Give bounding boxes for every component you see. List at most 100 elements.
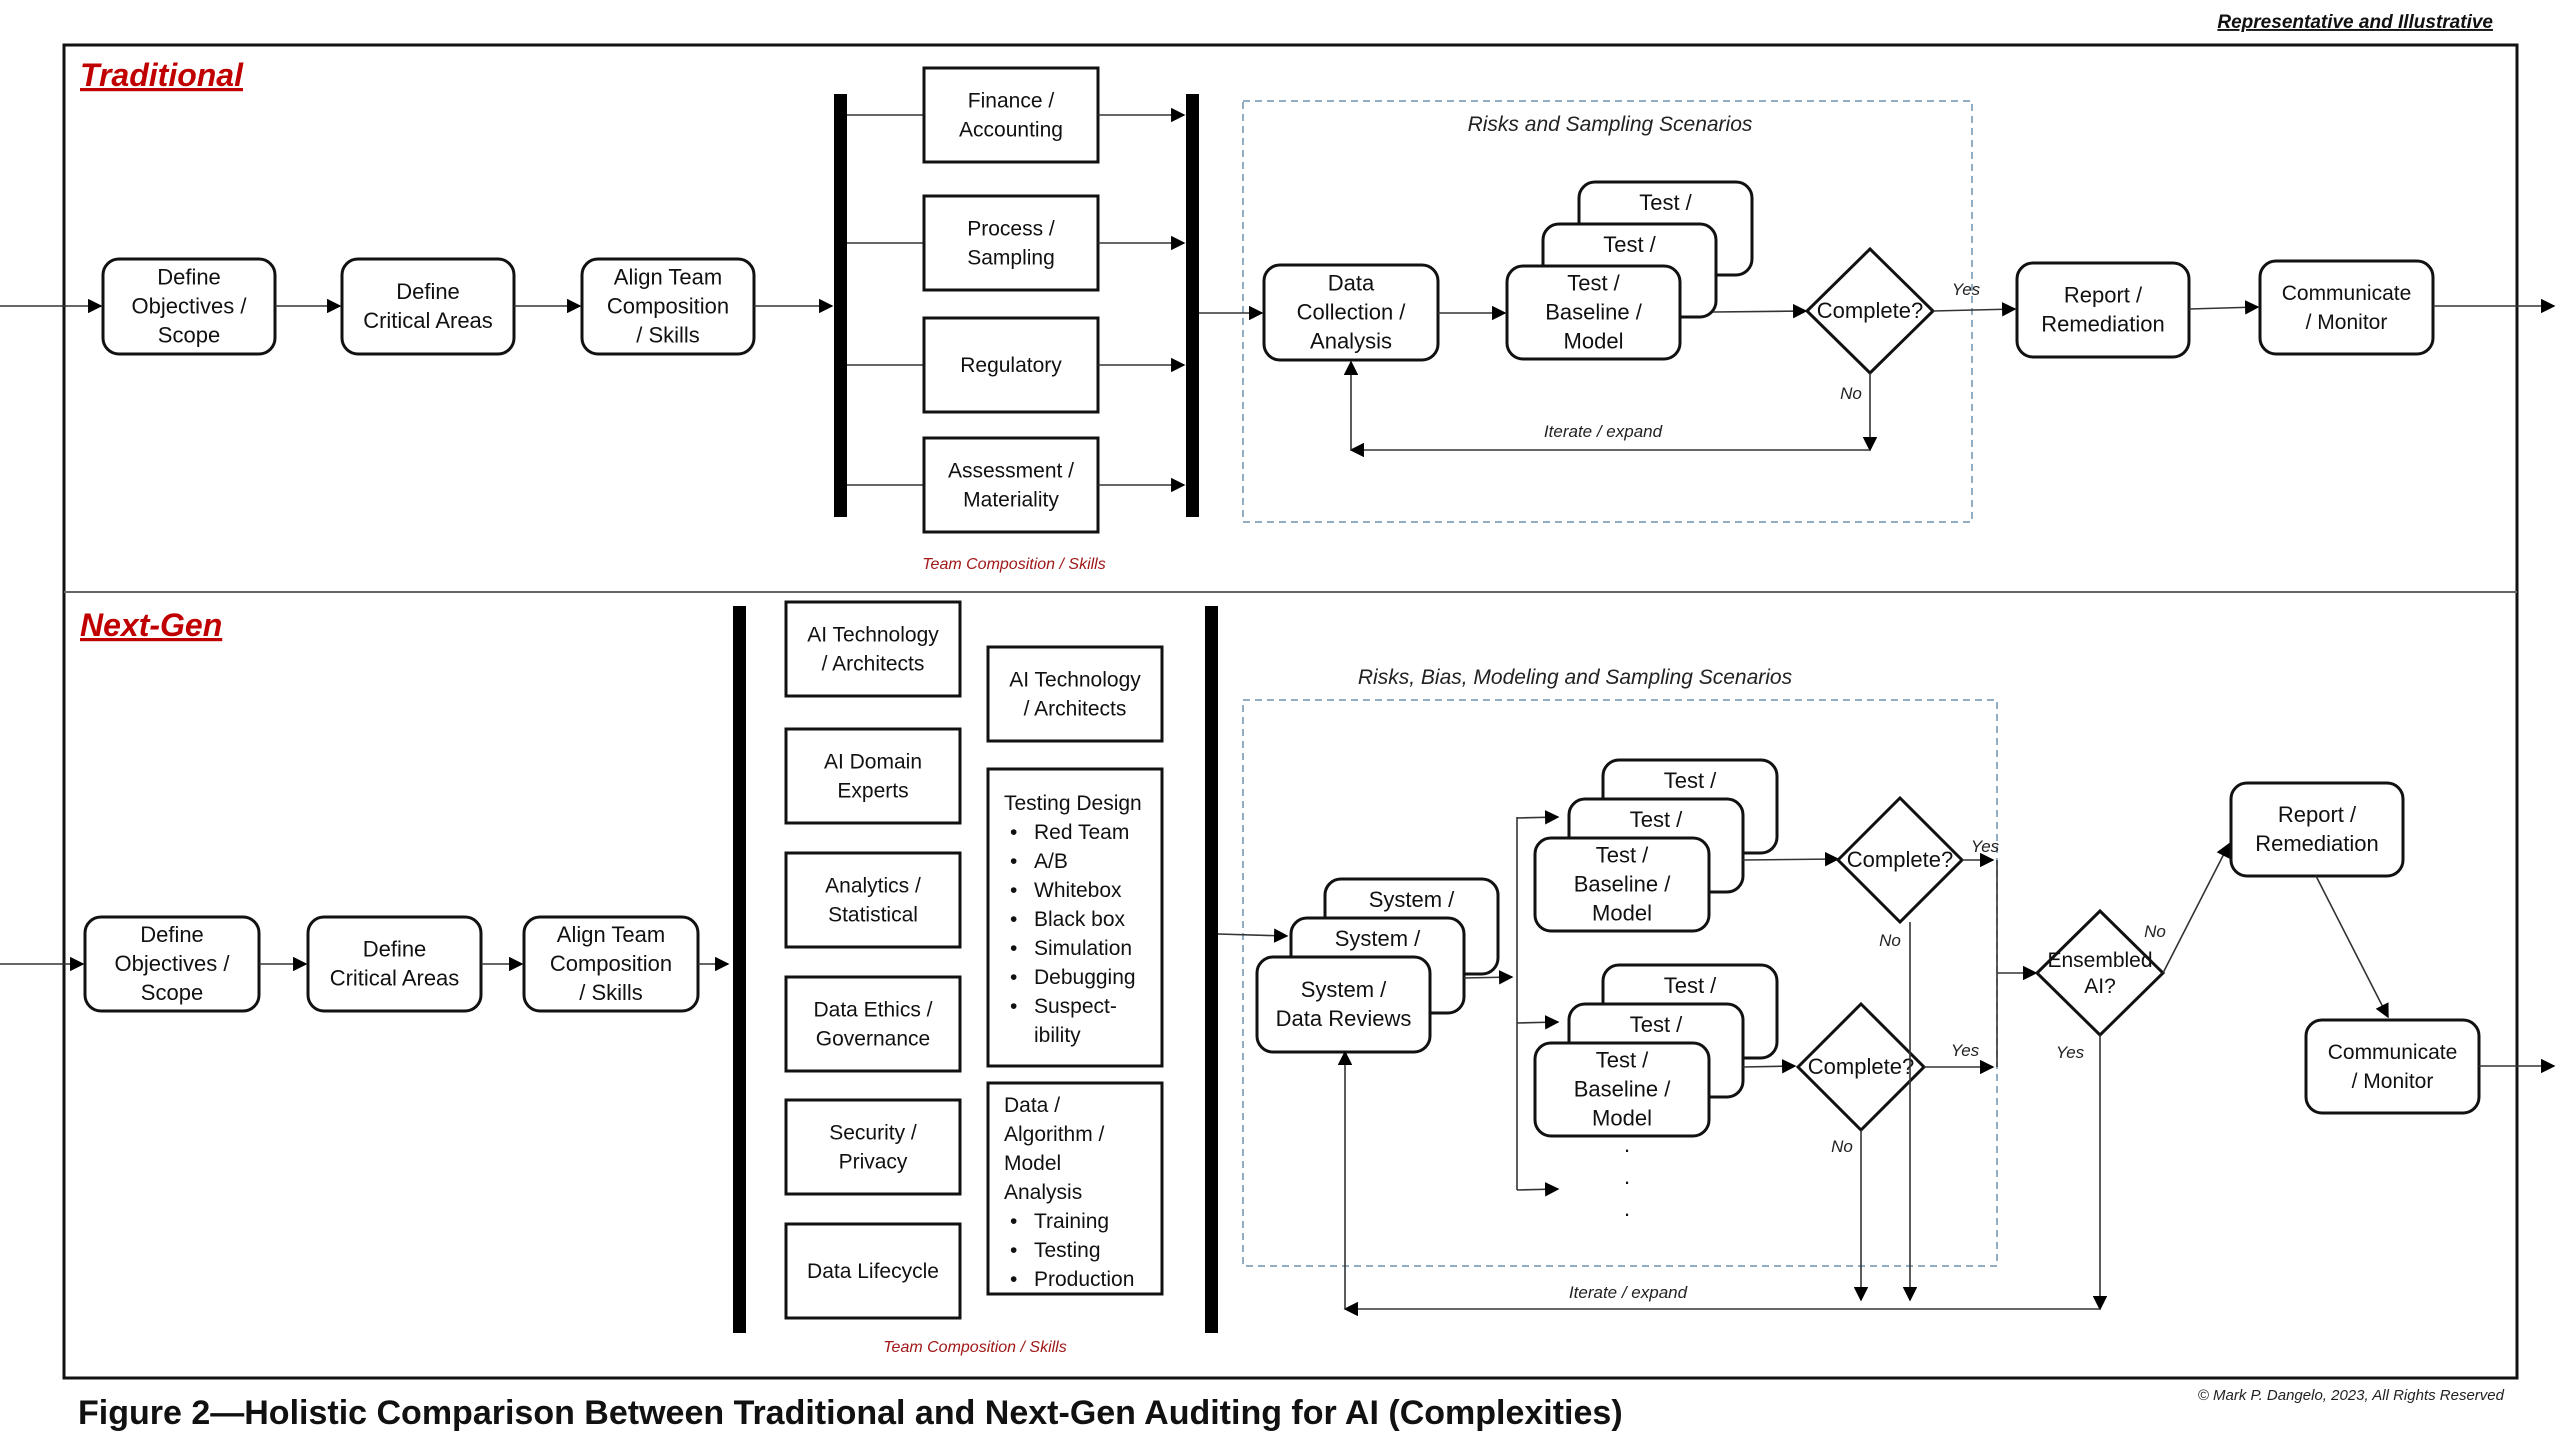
n-system-stack-card-front-label: System /Data Reviews (1276, 977, 1412, 1031)
continuation-dot: · (1623, 1201, 1630, 1226)
t-data-collection-label-line: Data (1328, 271, 1375, 296)
t-report[interactable]: Report /Remediation (2015, 261, 2191, 359)
t-communicate[interactable]: Communicate / Monitor (2258, 259, 2435, 356)
t-communicate-label: Communicate / Monitor (2282, 282, 2412, 334)
n-data-ethics-label-line: Data Ethics / (813, 999, 932, 1022)
t-data-collection-label-line: Analysis (1310, 329, 1392, 354)
n-report-label-line: Remediation (2255, 831, 2379, 856)
n-security[interactable]: Security /Privacy (784, 1098, 962, 1196)
n-data-analysis-bullet: • (1010, 1268, 1017, 1291)
n-edge-to-system (1217, 928, 1289, 943)
t-finance[interactable]: Finance / Accounting (922, 66, 1100, 164)
n-testing-design-item: Debugging (1034, 966, 1136, 989)
n-test-stack-lower-card-middle-label: Test / (1630, 1012, 1683, 1037)
t-assessment-shape (922, 436, 1100, 534)
n-test-stack-lower-card-front-label-line: Baseline / (1574, 1077, 1672, 1102)
t-process-label-line: Process / (967, 218, 1055, 241)
n-data-ethics-shape (784, 975, 962, 1073)
n-test-stack-upper[interactable]: Test / Test / Test /Baseline /Model (1533, 758, 1779, 933)
t-align-team-label-line: Align Team (614, 265, 722, 290)
n-system-stack[interactable]: System /System /System /Data Reviews (1255, 877, 1500, 1054)
traditional-title: Traditional (80, 57, 244, 93)
n-system-stack-card-middle-label: System / (1335, 926, 1421, 951)
t-report-shape (2015, 261, 2191, 359)
t-decision[interactable]: Complete? (1804, 246, 1936, 376)
n-edge-lower-to-decision (1742, 1059, 1797, 1074)
t-test-stack-card-middle-label: Test / (1603, 232, 1656, 257)
n-test-stack-upper-card-back-label: Test / (1664, 768, 1717, 793)
n-report-label-line: Report / (2278, 802, 2357, 827)
t-regulatory-label-line: Regulatory (960, 354, 1062, 377)
t-process-label-line: Sampling (967, 247, 1055, 270)
t-process[interactable]: Process / Sampling (922, 194, 1100, 292)
n-edge-upper-to-decision (1742, 851, 1840, 867)
n-analytics[interactable]: Analytics /Statistical (784, 851, 962, 949)
n-report[interactable]: Report / Remediation (2229, 781, 2405, 878)
t-no-label: No (1840, 384, 1862, 403)
copyright-notice: © Mark P. Dangelo, 2023, All Rights Rese… (2198, 1387, 2505, 1404)
n-data-analysis[interactable]: Data /Algorithm /ModelAnalysis•Training•… (986, 1081, 1164, 1296)
t-test-stack[interactable]: Test /Test /Test /Baseline /Model (1505, 180, 1754, 361)
t-data-collection-label-line: Collection / (1297, 300, 1407, 325)
n-analytics-label: Analytics /Statistical (825, 875, 921, 927)
n-testing-design-item: Red Team (1034, 821, 1129, 844)
t-finance-label-line: Accounting (959, 119, 1063, 142)
n-ai-tech[interactable]: AI Technology/ Architects (784, 600, 962, 698)
n-data-analysis-bullet: • (1010, 1239, 1017, 1262)
n-decision-upper[interactable]: Complete? (1835, 795, 1965, 925)
n-data-lifecycle[interactable]: Data Lifecycle (784, 1222, 962, 1320)
n-testing-design[interactable]: Testing Design•Red Team•A/B•Whitebox•Bla… (986, 767, 1164, 1068)
n-analytics-shape (784, 851, 962, 949)
t-communicate-label-line: / Monitor (2306, 311, 2388, 334)
n-data-ethics-label: Data Ethics / Governance (813, 999, 932, 1051)
n-system-stack-card-front (1255, 955, 1432, 1054)
n-ai-tech-2[interactable]: AI Technology/ Architects (986, 645, 1164, 743)
n-testing-design-item: ibility (1034, 1024, 1081, 1047)
n-data-ethics[interactable]: Data Ethics / Governance (784, 975, 962, 1073)
n-ai-domain-shape (784, 727, 962, 825)
n-ai-tech-shape (784, 600, 962, 698)
n-branch-top (1516, 810, 1560, 825)
n-define-objectives-label-line: Scope (141, 980, 203, 1005)
n-test-stack-upper-card-front-label: Test /Baseline /Model (1574, 843, 1672, 926)
t-regulatory-label: Regulatory (960, 354, 1062, 377)
n-data-ethics-label-line: Governance (816, 1028, 930, 1051)
n-data-analysis-heading: Analysis (1004, 1181, 1082, 1204)
n-data-analysis-heading: Algorithm / (1004, 1123, 1105, 1146)
n-testing-design-bullet: • (1010, 995, 1017, 1018)
n-communicate[interactable]: Communicate/ Monitor (2304, 1018, 2481, 1115)
n-data-analysis-heading: Data / (1004, 1094, 1060, 1117)
t-finance-label-line: Finance / (968, 90, 1055, 113)
t-communicate-label-line: Communicate (2282, 282, 2412, 305)
n-decision-lower[interactable]: Complete? (1795, 1001, 1927, 1133)
t-regulatory[interactable]: Regulatory (922, 316, 1100, 414)
n-security-shape (784, 1098, 962, 1196)
n-yes-lower-label: Yes (1951, 1041, 1980, 1060)
n-no-lower-label: No (1831, 1137, 1853, 1156)
n-communicate-shape (2304, 1018, 2481, 1115)
n-testing-design-item: Simulation (1034, 937, 1132, 960)
n-testing-design-item: Suspect- (1034, 995, 1117, 1018)
t-define-critical-label-line: Critical Areas (363, 308, 493, 333)
t-assessment[interactable]: Assessment /Materiality (922, 436, 1100, 534)
n-testing-design-item: Black box (1034, 908, 1126, 931)
n-decision-upper-label: Complete? (1847, 847, 1953, 872)
n-align-team-label-line: Align Team (557, 922, 665, 947)
n-test-stack-upper-card-middle-label: Test / (1630, 807, 1683, 832)
n-test-stack-lower[interactable]: Test /Test /Test /Baseline /Model (1533, 963, 1779, 1138)
n-define-objectives-label-line: Objectives / (115, 951, 231, 976)
n-ai-tech-2-label-line: AI Technology (1009, 669, 1141, 692)
n-data-lifecycle-label-line: Data Lifecycle (807, 1260, 939, 1283)
nextgen-title: Next-Gen (80, 607, 222, 643)
